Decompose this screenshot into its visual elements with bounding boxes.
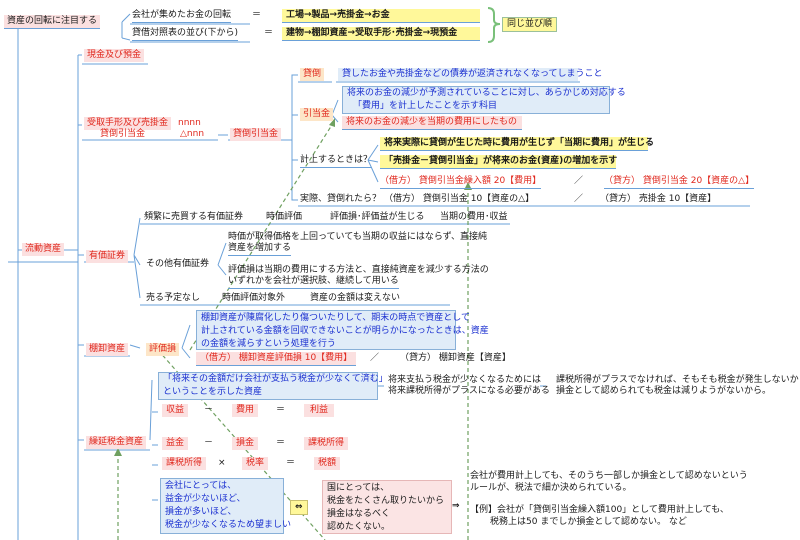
when-recorded-question: 計上するときは？ bbox=[300, 154, 373, 168]
no-sale-plan: 売る予定なし bbox=[146, 293, 201, 303]
allowance-amount: △nnn bbox=[180, 129, 205, 139]
provision-definition: 将来のお金の減少が予測されていることに対し、あらかじめ対応する 「費用」を計上し… bbox=[342, 86, 626, 114]
journal-entry-3-debit: （借方） 棚卸資産評価損 10【費用】 bbox=[196, 352, 357, 366]
tax-amount-node: 税額 bbox=[314, 457, 341, 470]
same-order-label: 同じ並び順 bbox=[502, 17, 558, 32]
writedown-definition-line2: 計上されている金額を回収できないことが明らかになったときは、資産 bbox=[201, 326, 489, 336]
writedown-definition-line1: 棚卸資産が陳腐化したり傷ついたりして、期末の時点で資産として bbox=[201, 313, 471, 323]
deferred-tax-definition-line1: 「将来その金額だけ会社が支払う税金が少なくて済む」 bbox=[163, 374, 388, 384]
state-view-line3: 損金はなるべく bbox=[327, 509, 391, 519]
trading-securities: 頻繁に売買する有価証券 bbox=[144, 212, 244, 222]
money-cycle-value: 工場→製品→売掛金→お金 bbox=[282, 9, 480, 23]
tax-example-line2: 税務上は50 までしか損金として認めない。 など bbox=[490, 517, 687, 527]
receivables-node: 受取手形及び売掛金 bbox=[84, 117, 172, 130]
taxable-income-node: 課税所得 bbox=[304, 437, 349, 450]
deferred-tax-definition: 「将来その金額だけ会社が支払う税金が少なくて済む」 ということを示した資産 bbox=[158, 372, 388, 400]
when-recorded-answer-1: 将来実際に貸倒が生じた時に費用が生じず「当期に費用」が生じる bbox=[380, 137, 654, 151]
equals-sign: ＝ bbox=[286, 458, 296, 468]
balance-sheet-order-label: 貸借対照表の並び(下から) bbox=[132, 27, 239, 41]
journal-entry-1-separator: ／ bbox=[574, 176, 584, 186]
journal-entry-2-separator: ／ bbox=[574, 194, 584, 204]
equals-sign: ＝ bbox=[276, 438, 286, 448]
asset-amount-unchanged: 資産の金額は変えない bbox=[310, 293, 401, 303]
valuation-gain-loss: 評価損･評価益が生じる bbox=[330, 212, 425, 222]
tax-example-line1: 【例】会社が「貸倒引当金繰入額100」として費用計上しても、 bbox=[470, 505, 729, 515]
journal-entry-1-credit: （貸方） 貸倒引当金 20【資産の△】 bbox=[604, 175, 755, 189]
future-tax-condition-2: 将来課税所得がプラスになる必要がある bbox=[388, 386, 550, 396]
state-view-line1: 国にとっては、 bbox=[327, 483, 390, 493]
state-view-box: 国にとっては、 税金をたくさん取りたいから 損金はなるべく 認めたくない。 bbox=[322, 480, 452, 534]
fair-value-evaluation: 時価評価 bbox=[266, 212, 303, 222]
company-view-line2: 益金が少ないほど、 bbox=[165, 494, 246, 504]
times-sign: × bbox=[218, 458, 226, 468]
state-view-line4: 認めたくない。 bbox=[327, 522, 391, 532]
deductible-loss-node: 損金 bbox=[232, 437, 259, 450]
other-securities-desc-3: 評価損は当期の費用にする方法と、直接純資産を減少する方法の bbox=[228, 265, 489, 275]
deferred-tax-asset-node: 繰延税金資産 bbox=[86, 436, 147, 449]
current-expense-revenue: 当期の費用･収益 bbox=[440, 212, 508, 222]
taxable-gain-node: 益金 bbox=[162, 437, 189, 450]
bad-debt-node: 貸倒 bbox=[300, 68, 325, 81]
actual-bad-debt-question: 実際、貸倒れたら？ bbox=[300, 194, 382, 204]
taxable-income-note-1: 課税所得がプラスでなければ、そもそも税金が発生しないから、 bbox=[556, 375, 800, 385]
future-tax-condition-1: 将来支払う税金が少なくなるためには bbox=[388, 375, 542, 385]
tax-rate-node: 税率 bbox=[242, 457, 269, 470]
other-securities-desc-2: 資産を増加する bbox=[228, 242, 292, 256]
equals-sign: ＝ bbox=[252, 10, 262, 20]
provision-node: 引当金 bbox=[300, 108, 334, 121]
writedown-definition: 棚卸資産が陳腐化したり傷ついたりして、期末の時点で資産として 計上されている金額… bbox=[196, 310, 489, 350]
other-securities-desc-4: いずれかを会社が選択肢、継続して用いる bbox=[228, 275, 399, 289]
inventory-node: 棚卸資産 bbox=[86, 343, 129, 356]
tax-rule-line1: 会社が費用計上しても、そのうち一部しか損金として認めないという bbox=[470, 471, 748, 481]
not-fair-value-target: 時価評価対象外 bbox=[222, 293, 286, 303]
balance-sheet-order-value: 建物→棚卸資産→受取手形･売掛金→現預金 bbox=[282, 27, 480, 41]
journal-entry-3-separator: ／ bbox=[370, 353, 380, 363]
provision-definition-line2: 「費用」を計上したことを示す科目 bbox=[353, 101, 498, 111]
journal-entry-3-credit: （貸方） 棚卸資産【資産】 bbox=[400, 353, 511, 363]
right-arrow-icon: ⇒ bbox=[452, 501, 460, 511]
when-recorded-answer-2: 「売掛金－貸倒引当金」が将来のお金(資産)の増加を示す bbox=[380, 155, 617, 169]
current-assets-node: 流動資産 bbox=[22, 243, 65, 256]
provision-summary: 将来のお金の減少を当期の費用にしたもの bbox=[342, 116, 522, 130]
company-view-line3: 損金が多いほど、 bbox=[165, 507, 237, 517]
minus-sign: － bbox=[204, 438, 214, 448]
allowance-line: 貸倒引当金 bbox=[100, 129, 146, 139]
equals-sign: ＝ bbox=[264, 28, 274, 38]
other-securities-desc-1: 時価が取得価格を上回っていても当期の収益にはならず、直接純 bbox=[228, 232, 488, 242]
allowance-node: 貸倒引当金 bbox=[230, 128, 282, 141]
profit-node: 利益 bbox=[304, 404, 335, 417]
other-securities: その他有価証券 bbox=[146, 259, 210, 269]
state-view-line2: 税金をたくさん取りたいから bbox=[327, 496, 445, 506]
journal-entry-1-debit: （借方） 貸倒引当金繰入額 20【費用】 bbox=[380, 175, 542, 189]
writedown-node: 評価損 bbox=[146, 343, 180, 356]
equals-sign: ＝ bbox=[276, 405, 286, 415]
minus-sign: － bbox=[204, 405, 214, 415]
company-view-line1: 会社にとっては、 bbox=[165, 481, 237, 491]
swap-icon: ⇔ bbox=[290, 500, 308, 515]
tax-rule-line2: ルールが、税法で細か決められている。 bbox=[470, 483, 632, 493]
root-node: 資産の回転に注目する bbox=[4, 15, 101, 29]
company-view-line4: 税金が少なくなるため望ましい bbox=[165, 520, 292, 530]
company-view-box: 会社にとっては、 益金が少ないほど、 損金が多いほど、 税金が少なくなるため望ま… bbox=[160, 478, 292, 534]
deferred-tax-definition-line2: ということを示した資産 bbox=[163, 387, 263, 397]
receivables-amount: nnnn bbox=[178, 118, 201, 128]
revenue-node: 収益 bbox=[162, 404, 189, 417]
money-cycle-label: 会社が集めたお金の回転 bbox=[132, 9, 232, 23]
taxable-income-note-2: 損金として認められても税金は減りようがないから。 bbox=[556, 386, 772, 396]
journal-entry-2-debit: （借方） 貸倒引当金 10【資産の△】 bbox=[384, 194, 535, 204]
bad-debt-definition: 貸したお金や売掛金などの債券が返済されなくなってしまうこと bbox=[338, 68, 603, 81]
expense-node: 費用 bbox=[232, 404, 259, 417]
provision-definition-line1: 将来のお金の減少が予測されていることに対し、あらかじめ対応する bbox=[347, 88, 626, 98]
taxable-income-node-2: 課税所得 bbox=[162, 457, 207, 470]
securities-node: 有価証券 bbox=[86, 250, 129, 263]
writedown-definition-line3: の金額を減らすという処理を行う bbox=[201, 339, 336, 349]
journal-entry-2-credit: （貸方） 売掛金 10【資産】 bbox=[600, 194, 717, 204]
cash-node: 現金及び預金 bbox=[84, 49, 145, 62]
